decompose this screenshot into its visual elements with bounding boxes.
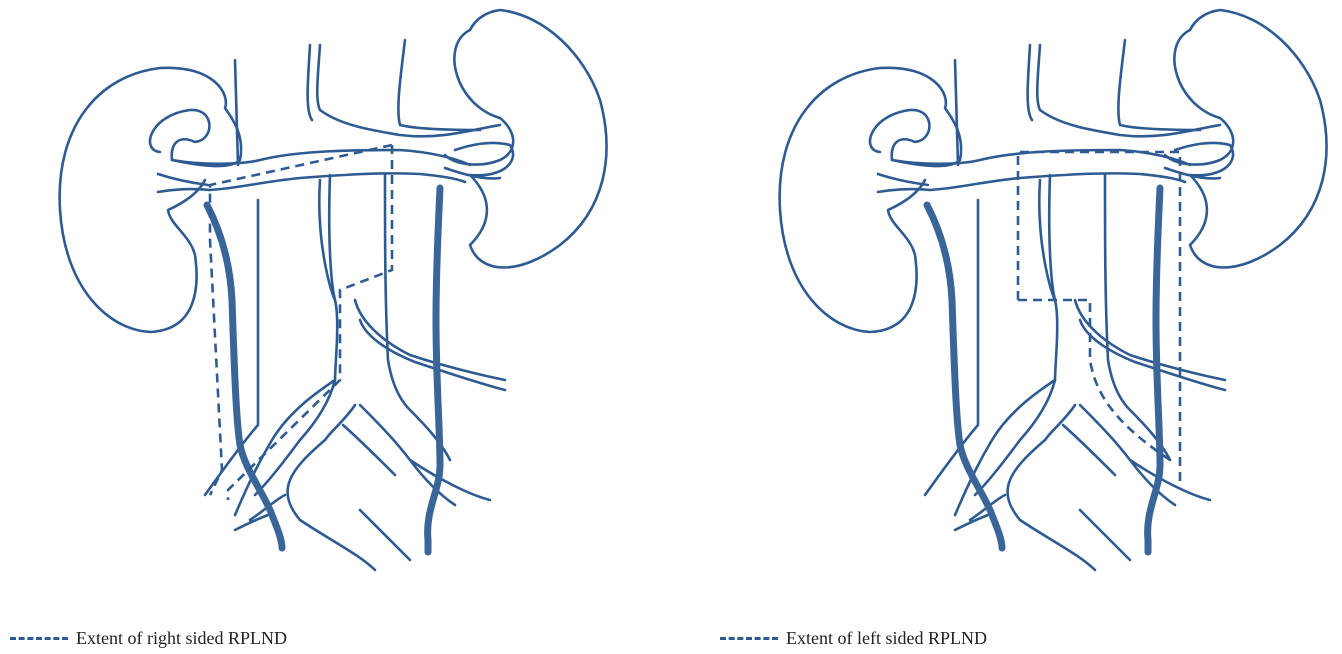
legend-right-rplnd: Extent of right sided RPLND	[10, 628, 287, 649]
legend-left-rplnd-label: Extent of left sided RPLND	[786, 628, 987, 649]
right-rplnd-panel	[60, 10, 607, 570]
legend-left-rplnd: Extent of left sided RPLND	[720, 628, 987, 649]
left-rplnd-panel	[780, 10, 1327, 570]
legend-right-rplnd-label: Extent of right sided RPLND	[76, 628, 287, 649]
dashed-line-swatch	[720, 637, 778, 640]
dashed-line-swatch	[10, 637, 68, 640]
